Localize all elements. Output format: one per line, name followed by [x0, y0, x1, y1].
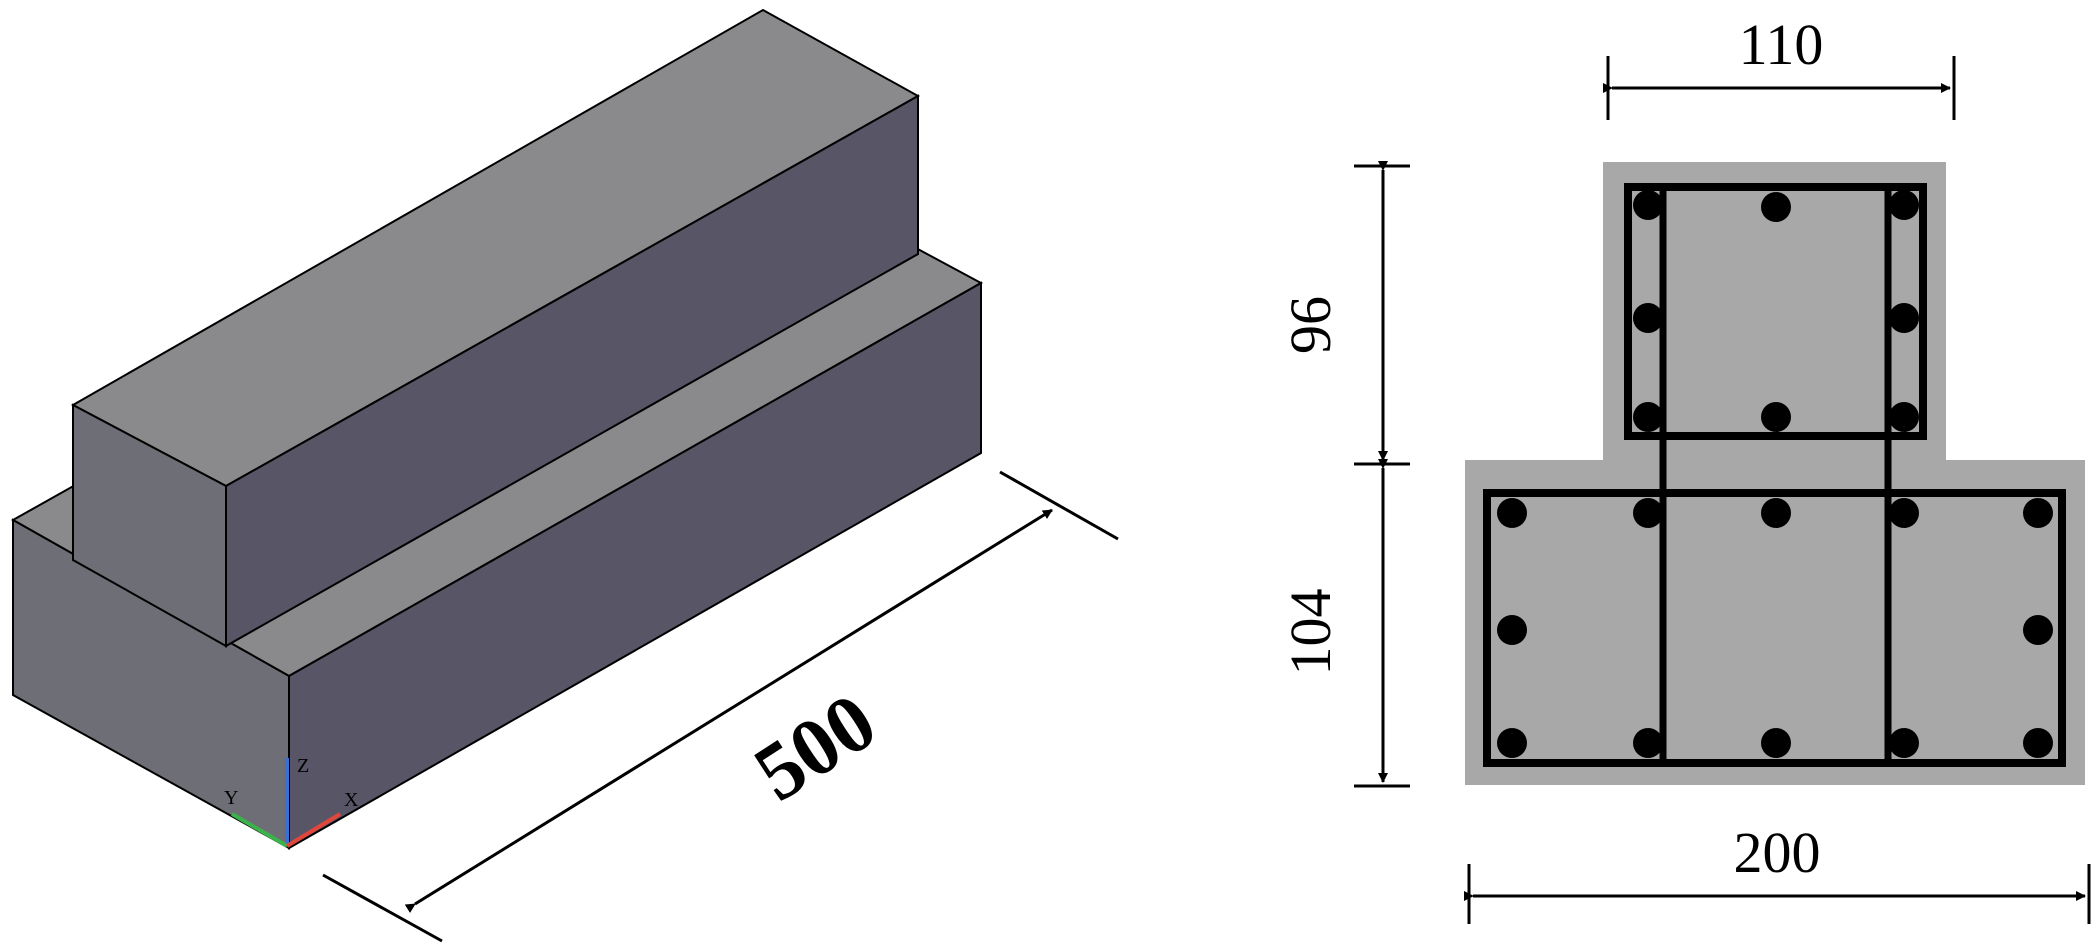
axis-x-label: X	[344, 789, 359, 811]
length-extension-line-left	[322, 873, 443, 943]
rebar	[1497, 615, 1527, 645]
web-stirrup	[1624, 183, 1927, 440]
flange-stirrup	[1483, 489, 2066, 767]
rebar	[1889, 498, 1919, 528]
rebars	[1497, 190, 2053, 758]
bottom-width-label: 200	[1734, 820, 1821, 885]
length-extension-line-right	[999, 470, 1119, 541]
rebar	[1761, 192, 1791, 222]
rebar	[1497, 498, 1527, 528]
rebar	[1889, 190, 1919, 220]
flange-height-dimension: 104	[1278, 459, 1410, 788]
length-label: 500	[739, 675, 892, 818]
rebar	[1761, 402, 1791, 432]
t-cross-section: 110 96 104 200	[1278, 12, 2091, 924]
flange-height-label: 104	[1278, 589, 1343, 676]
web-side-face	[225, 94, 919, 648]
web-height-dimension: 96	[1278, 161, 1410, 466]
rebar	[1889, 402, 1919, 432]
web-height-label: 96	[1278, 296, 1343, 354]
rebar	[1889, 728, 1919, 758]
rebar	[1889, 303, 1919, 333]
axis-z-label: Z	[297, 755, 309, 777]
rebar	[1633, 303, 1663, 333]
rebar	[1633, 190, 1663, 220]
rebar	[1497, 728, 1527, 758]
bottom-width-dimension: 200	[1464, 820, 2091, 924]
rebar	[1633, 402, 1663, 432]
axis-triad: Z Y X	[224, 755, 359, 848]
rebar	[1633, 498, 1663, 528]
rebar	[2023, 728, 2053, 758]
rebar	[1761, 498, 1791, 528]
rebar	[1761, 728, 1791, 758]
length-dimension-line	[404, 508, 1053, 913]
axis-y-label: Y	[224, 787, 238, 809]
section-concrete	[1465, 162, 2085, 785]
isometric-block: Z Y X 500	[10, 8, 1119, 943]
rebar	[1633, 728, 1663, 758]
top-width-label: 110	[1739, 12, 1824, 77]
top-width-dimension: 110	[1603, 12, 1956, 120]
rebar	[2023, 498, 2053, 528]
rebar	[2023, 615, 2053, 645]
